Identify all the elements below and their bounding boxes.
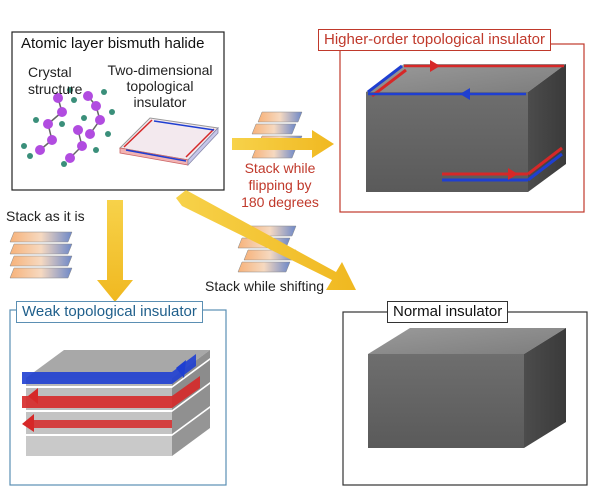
edge-state-arrow-icon — [430, 60, 518, 180]
as-is-arrow-label: Stack as it is — [6, 208, 85, 224]
source-panel-title: Atomic layer bismuth halide — [16, 34, 210, 54]
source-panel-border — [11, 31, 225, 191]
crystal-structure-icon — [21, 87, 115, 167]
two-dimensional-insulator-label: Two-dimensional topological insulator — [107, 62, 213, 110]
cube-icon — [366, 64, 566, 192]
layer-stack-icon — [251, 111, 303, 159]
cube-icon — [368, 328, 566, 448]
crystal-structure-label: Crystal structure — [28, 64, 83, 97]
higher-order-panel-title: Higher-order topological insulator — [318, 29, 551, 51]
two-dimensional-insulator-icon — [118, 117, 220, 167]
shift-arrow-label: Stack while shifting — [205, 278, 325, 294]
arrow-icon — [232, 130, 334, 158]
arrow-icon — [97, 200, 133, 302]
arrow-icon — [176, 190, 356, 290]
edge-state-arrow-icon — [22, 360, 186, 432]
flip-arrow-label: Stack while flipping by 180 degrees — [241, 160, 319, 210]
weak-panel-title: Weak topological insulator — [16, 301, 203, 323]
cube-icon — [22, 350, 210, 456]
layer-stack-icon — [9, 231, 73, 279]
normal-panel-title: Normal insulator — [387, 301, 509, 323]
